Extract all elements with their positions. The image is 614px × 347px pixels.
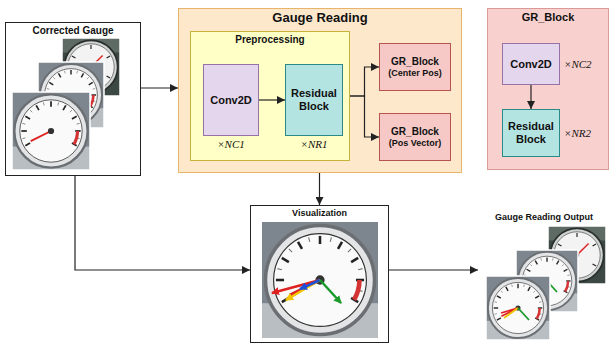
block-subtitle: (Center Pos): [388, 68, 442, 78]
block-label: Conv2D: [510, 58, 552, 71]
block-definition-panel: GR_BlockConv2D×NC2Residual Block×NR2: [487, 8, 609, 170]
block-label: Residual Block: [289, 87, 339, 112]
panel-title: Preprocessing: [191, 32, 349, 46]
flow-arrow: [530, 85, 531, 109]
block-label: GR_Block: [391, 126, 439, 138]
flow-arrow: [389, 269, 478, 270]
repeat-count: ×NR2: [564, 127, 591, 140]
block-label: Conv2D: [210, 94, 252, 107]
block-label: GR_Block: [391, 56, 439, 68]
visualized-gauge: [262, 222, 378, 338]
connector-layer: [251, 206, 388, 342]
block-box: GR_Block(Pos Vector): [379, 113, 451, 161]
flow-arrow: [319, 173, 320, 205]
output-panel: Gauge Reading Output: [478, 210, 610, 344]
flow-arrow: [75, 176, 250, 270]
residual-box: Residual Block×NR2: [502, 109, 560, 157]
input-panel: Corrected Gauge: [5, 22, 141, 176]
connector-layer: [478, 210, 610, 344]
output-gauge-stack: [486, 226, 606, 340]
panel-title: Corrected Gauge: [6, 23, 140, 37]
repeat-count: ×NC2: [564, 58, 592, 71]
panel-title: Gauge Reading: [179, 9, 461, 26]
input-gauge-stack: [12, 38, 120, 170]
connector-layer: [6, 23, 140, 175]
block-label: Residual Block: [506, 120, 556, 145]
flow-arrow: [259, 99, 285, 100]
panel-title: Gauge Reading Output: [478, 210, 610, 222]
module-panel: Gauge ReadingPreprocessingConv2D×NC1Resi…: [178, 8, 462, 173]
repeat-count: ×NR1: [286, 138, 342, 151]
flow-arrow: [350, 67, 379, 96]
panel-title: Visualization: [251, 206, 388, 218]
repeat-count: ×NC1: [204, 138, 258, 151]
residual-box: Residual Block×NR1: [285, 64, 343, 136]
stage-panel: PreprocessingConv2D×NC1Residual Block×NR…: [190, 31, 350, 161]
flow-arrow: [141, 87, 178, 88]
block-subtitle: (Pos Vector): [389, 138, 442, 148]
block-box: GR_Block(Center Pos): [379, 43, 451, 91]
panel-title: GR_Block: [488, 9, 608, 24]
conv-box: Conv2D×NC1: [203, 64, 259, 136]
conv-box: Conv2D×NC2: [502, 43, 560, 85]
flow-arrow: [350, 96, 379, 137]
visualization-panel: Visualization: [250, 205, 389, 343]
